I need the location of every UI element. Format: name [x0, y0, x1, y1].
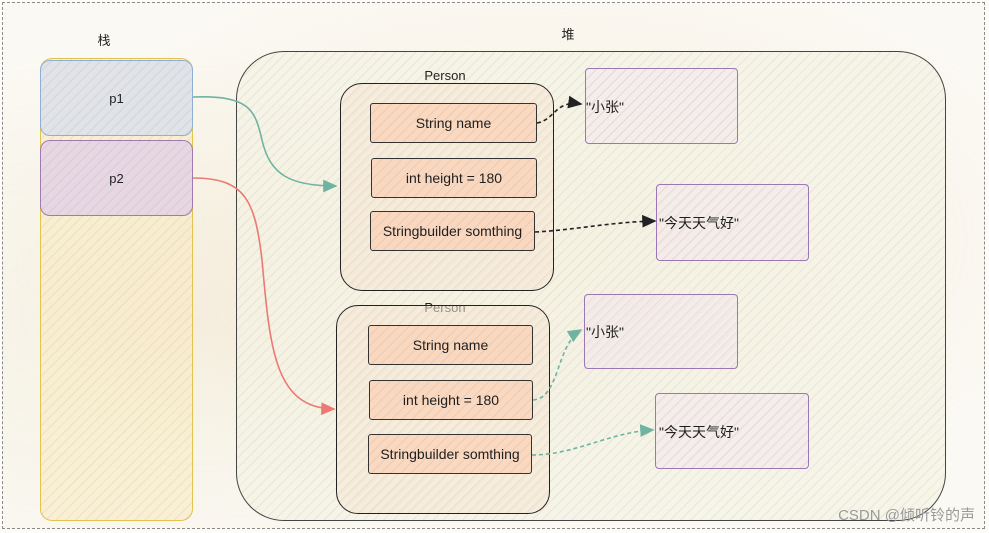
person-1-name-value: "小张" [586, 99, 624, 115]
person-1-sb-value-box [656, 184, 809, 261]
person-1-sb-value: "今天天气好" [659, 215, 739, 231]
stack-label: 栈 [97, 33, 111, 48]
person-1-field-stringbuilder: Stringbuilder somthing [370, 211, 535, 251]
arrow-person-1-sb-to-value [534, 214, 657, 233]
stack-cell-p2-label: p2 [109, 170, 124, 186]
arrow-p1-to-person-1 [192, 96, 338, 193]
arrow-person-1-name-to-value [536, 95, 583, 124]
person-2-field-height: int height = 180 [369, 380, 533, 420]
arrow-person-2-sb-to-value [531, 424, 655, 456]
person-2-sb-value: "今天天气好" [659, 424, 739, 440]
stack-cell-p1-label: p1 [109, 90, 124, 106]
arrow-p2-to-person-2 [192, 177, 336, 416]
heap-label: 堆 [561, 27, 575, 42]
person-1-field-name: String name [370, 103, 537, 143]
person-2-name-value-box [584, 294, 738, 369]
csdn-watermark: CSDN @倾听铃的声 [838, 507, 975, 524]
person-2-sb-value-box [655, 393, 809, 469]
person-2-field-name: String name [368, 325, 533, 365]
stack-cell-p2: p2 [40, 140, 193, 216]
arrow-person-2-height-to-value [532, 329, 583, 401]
person-1-title: Person [424, 68, 466, 83]
person-1-field-height: int height = 180 [371, 158, 537, 198]
person-2-field-stringbuilder: Stringbuilder somthing [368, 434, 532, 474]
person-1-name-value-box [585, 68, 738, 144]
person-2-name-value: "小张" [586, 324, 624, 340]
stack-cell-p1: p1 [40, 60, 193, 136]
